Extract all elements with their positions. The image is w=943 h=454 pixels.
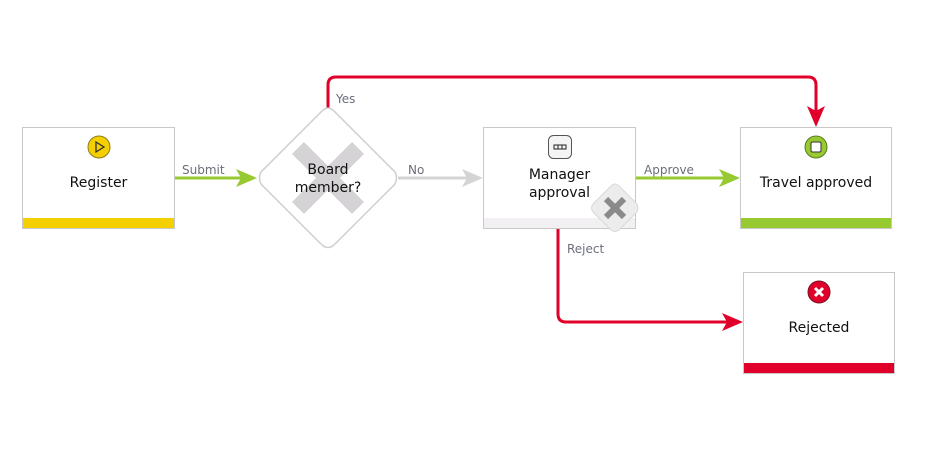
edge-submit[interactable]	[175, 169, 257, 187]
task-icon	[547, 135, 572, 159]
label-line: Manager	[528, 167, 591, 183]
node-label: Register	[69, 175, 128, 191]
label-line: Board	[307, 162, 349, 178]
board-member-label: Board member?	[288, 161, 368, 197]
label-line: approval	[528, 185, 591, 201]
edge-no[interactable]	[398, 169, 483, 187]
status-bar	[744, 363, 894, 373]
edge-approve[interactable]	[636, 169, 740, 187]
board-member-gateway[interactable]	[258, 107, 398, 249]
edge-label-no: No	[408, 163, 425, 177]
status-bar	[741, 218, 891, 228]
status-bar	[484, 218, 635, 228]
close-icon	[603, 196, 627, 220]
edge-label-submit: Submit	[182, 163, 225, 177]
error-icon	[807, 280, 831, 304]
edge-label-yes: Yes	[336, 92, 356, 106]
node-label: Rejected	[788, 320, 850, 336]
travel-approved-node[interactable]: Travel approved	[740, 127, 892, 229]
label-line: member?	[294, 180, 362, 196]
status-bar	[23, 218, 174, 228]
x-gateway-icon	[291, 141, 365, 215]
edge-label-approve: Approve	[644, 163, 694, 177]
play-icon	[87, 135, 110, 159]
rejected-node[interactable]: Rejected	[743, 272, 895, 374]
edge-label-reject: Reject	[567, 242, 605, 256]
node-label: Travel approved	[759, 175, 873, 191]
register-node[interactable]: Register	[22, 127, 175, 229]
cancel-boundary-event[interactable]	[589, 182, 641, 234]
stop-icon	[804, 135, 828, 159]
edge-yes[interactable]	[326, 75, 825, 127]
node-label: Manager approval	[484, 166, 635, 202]
edge-reject[interactable]	[556, 229, 743, 331]
